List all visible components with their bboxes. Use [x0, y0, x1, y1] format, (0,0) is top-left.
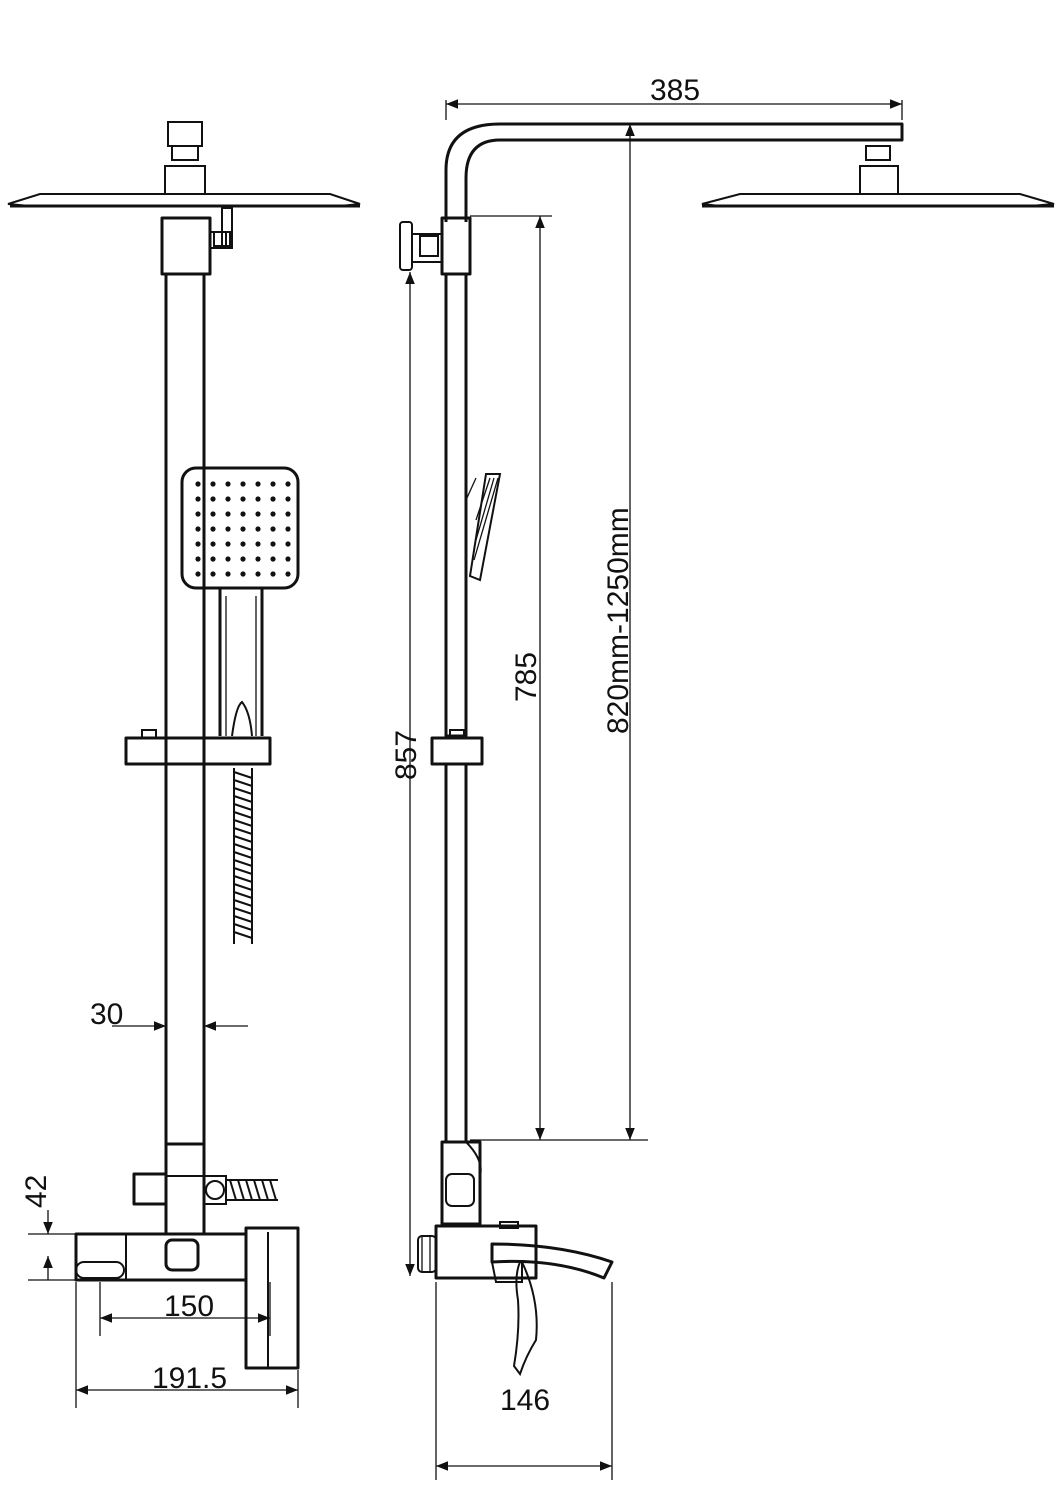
dim-total-height: 857: [390, 730, 423, 780]
side-view: [399, 122, 1055, 1377]
riser-tube-side: [444, 272, 468, 738]
front-view: [7, 121, 361, 1370]
slide-bracket-front: [124, 736, 272, 766]
hose-front: [233, 768, 253, 944]
front-dimensions: 30 42 150 191.5: [20, 998, 299, 1408]
rain-head-front: [7, 193, 361, 207]
dim-slide-length: 785: [510, 652, 543, 702]
hand-shower-head: [180, 466, 300, 590]
dim-mixer-width: 191.5: [152, 1362, 227, 1395]
dim-top-arm: 385: [650, 74, 700, 107]
hand-shower-nozzles: [195, 481, 291, 577]
hand-shower-side: [468, 473, 502, 582]
dim-tube-width: 30: [90, 998, 123, 1031]
side-dimensions: 385 857 785 820mm-1250mm 146: [390, 74, 903, 1480]
dim-adjust-range: 820mm-1250mm: [602, 507, 635, 734]
spout-side: [490, 1242, 614, 1280]
dim-hole-spacing: 150: [164, 1290, 214, 1323]
rain-head-side: [701, 193, 1055, 207]
dim-bracket-height: 42: [20, 1175, 53, 1208]
mixer-lever-front: [244, 1226, 300, 1370]
dim-spout-depth: 146: [500, 1384, 550, 1417]
slide-bracket-side: [430, 736, 484, 766]
riser-tube-front: [164, 272, 206, 1146]
lever-side: [512, 1261, 538, 1377]
shower-arm-side: [444, 122, 904, 222]
hose-connector-front: [226, 1179, 278, 1201]
